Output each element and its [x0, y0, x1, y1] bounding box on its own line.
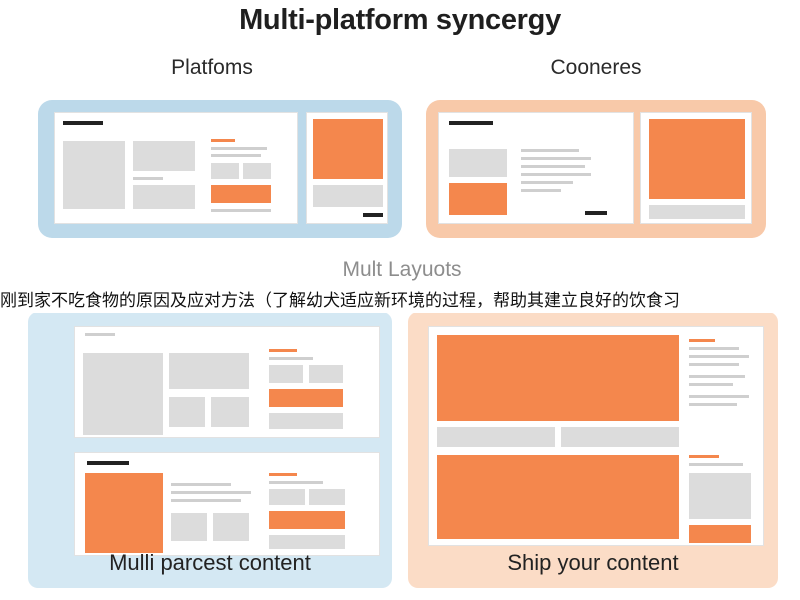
mock-text-line [521, 165, 585, 168]
mock-text-line [689, 355, 749, 358]
mock-image-block [269, 535, 345, 549]
mock-text-line [521, 189, 561, 192]
mock-text-line [269, 357, 313, 360]
label-multi-content: Mulli parcest content [109, 550, 311, 575]
platforms-panel [38, 100, 402, 238]
mock-text-line [211, 154, 261, 157]
platforms-desktop-mock [54, 112, 298, 224]
mock-text-line [171, 499, 241, 502]
mock-image-block [269, 489, 305, 505]
ship-content-panel: Ship your content [408, 312, 778, 588]
mock-image-block [133, 185, 195, 209]
mock-accent-line [211, 139, 235, 142]
label-platforms: Platfoms [171, 56, 253, 79]
mock-accent-line [689, 455, 719, 458]
mock-text-line [689, 463, 743, 466]
mock-image-block [449, 149, 507, 177]
mock-image-block [211, 397, 249, 427]
mock-image-block [309, 365, 343, 383]
mock-text-line [521, 181, 573, 184]
label-ship-content: Ship your content [507, 550, 679, 575]
mock-image-block [269, 365, 303, 383]
mock-image-block [169, 397, 205, 427]
mock-image-block [63, 141, 125, 209]
label-cooneres: Cooneres [550, 56, 642, 79]
mock-text-line [689, 363, 739, 366]
mock-title-bar [63, 121, 103, 125]
mock-text-line [211, 209, 271, 212]
mock-image-block [309, 489, 345, 505]
cooneres-tablet-mock [438, 112, 634, 224]
mock-image-block [561, 427, 679, 447]
mock-accent-line [689, 339, 715, 342]
mock-text-line [211, 147, 267, 150]
mock-button-bar [363, 213, 383, 217]
diagram-title: Multi-platform syncergy [239, 4, 561, 36]
multi-content-mock-bottom [74, 452, 380, 556]
mock-orange-block [689, 525, 751, 543]
mock-text-line [85, 333, 115, 336]
mock-image-block [169, 353, 249, 389]
mock-image-block [313, 185, 383, 207]
mock-orange-block [269, 389, 343, 407]
multi-content-mock-top [74, 326, 380, 438]
mock-image-block [649, 205, 745, 219]
mock-title-bar [87, 461, 129, 465]
mock-orange-block [437, 335, 679, 421]
mock-title-bar [449, 121, 493, 125]
mock-text-line [689, 347, 739, 350]
mock-image-block [83, 353, 163, 435]
mock-orange-block [313, 119, 383, 179]
mock-image-block [689, 473, 751, 519]
mock-orange-block [211, 185, 271, 203]
mock-accent-line [269, 473, 297, 476]
mock-accent-line [269, 349, 297, 352]
mock-text-line [521, 149, 579, 152]
mock-orange-block [269, 511, 345, 529]
mock-orange-block [437, 455, 679, 539]
mock-image-block [243, 163, 271, 179]
mock-text-line [521, 157, 591, 160]
mock-text-line [689, 375, 745, 378]
label-layouts: Mult Layuots [342, 258, 462, 281]
overlay-text-banner: 刚到家不吃食物的原因及应对方法（了解幼犬适应新环境的过程，帮助其建立良好的饮食习 [0, 289, 800, 313]
cooneres-feature-mock [640, 112, 752, 224]
mock-orange-block [649, 119, 745, 199]
mock-image-block [269, 413, 343, 429]
mock-image-block [213, 513, 249, 541]
mock-text-line [133, 177, 163, 180]
platforms-mobile-mock [306, 112, 388, 224]
mock-text-line [521, 173, 591, 176]
mock-button-bar [585, 211, 607, 215]
mock-text-line [171, 491, 251, 494]
mock-text-line [689, 383, 733, 386]
mock-text-line [171, 483, 231, 486]
mock-image-block [211, 163, 239, 179]
mock-image-block [171, 513, 207, 541]
cooneres-panel [426, 100, 766, 238]
ship-content-mock [428, 326, 764, 546]
mock-orange-block [449, 183, 507, 215]
mock-image-block [437, 427, 555, 447]
mock-image-block [133, 141, 195, 171]
mock-text-line [689, 403, 737, 406]
mock-text-line [269, 481, 323, 484]
mock-orange-block [85, 473, 163, 553]
multi-content-panel: Mulli parcest content [28, 312, 392, 588]
mock-text-line [689, 395, 749, 398]
